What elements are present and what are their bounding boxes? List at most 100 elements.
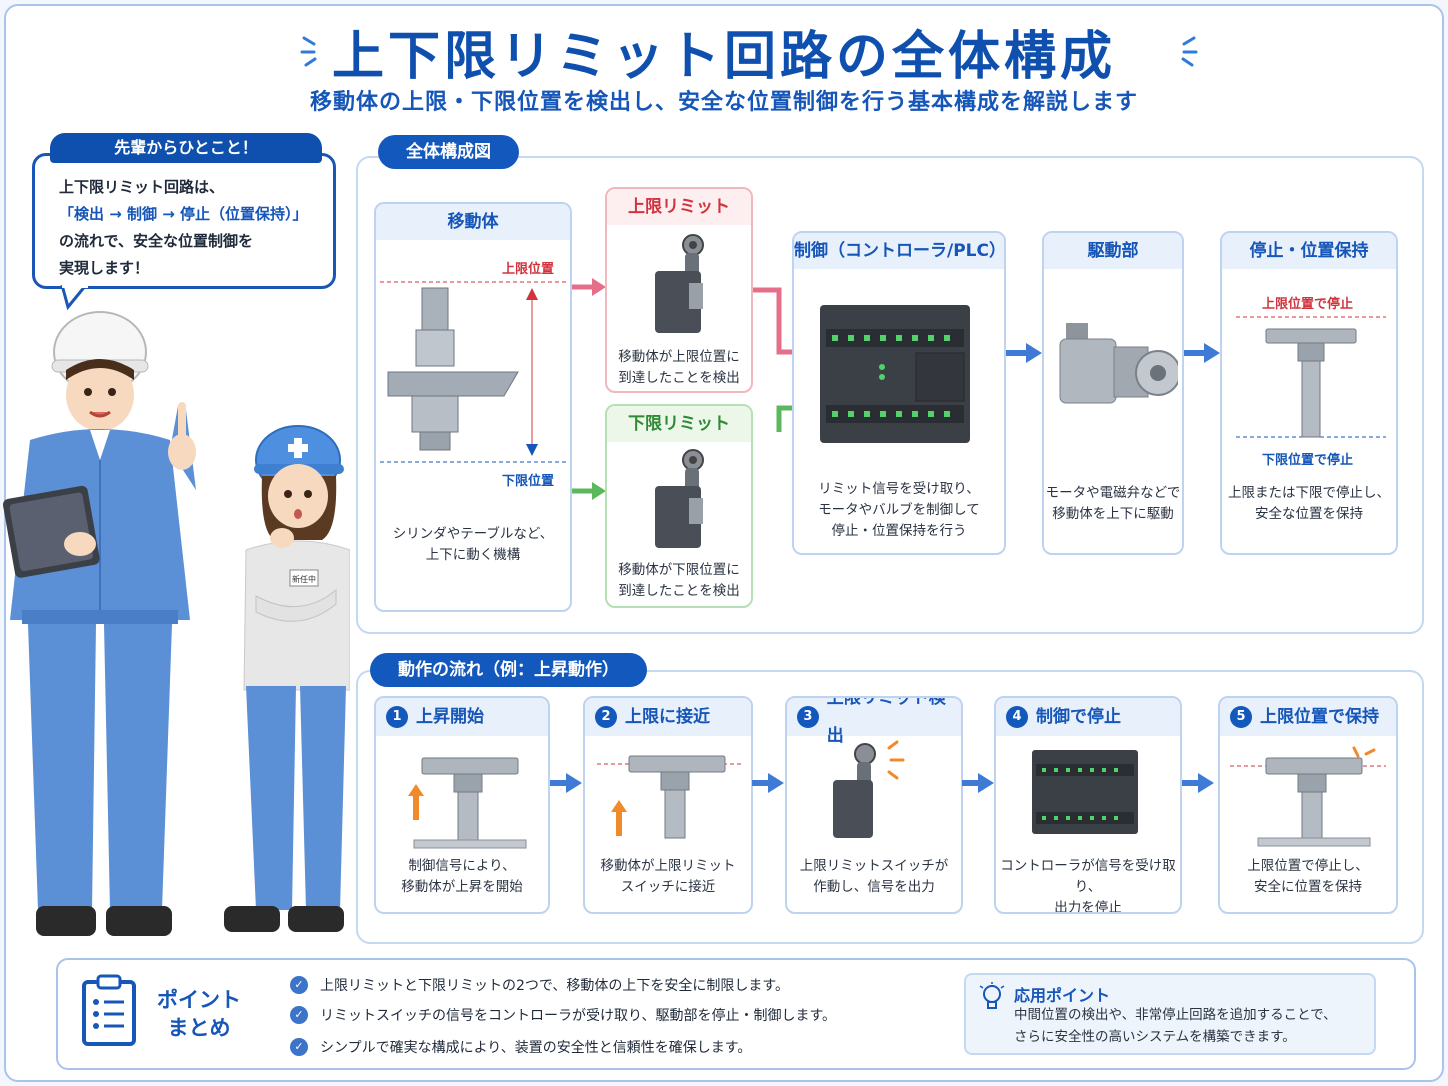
blue-arrow-icon [1006,343,1042,363]
flow-label: 動作の流れ（例：上昇動作） [370,653,647,687]
step-title: 上限リミット検出 [826,696,946,746]
desc-line: スイッチに接近 [620,879,716,895]
desc-line: 上限または下限で停止し、 [1228,485,1390,501]
step-number: 5 [1230,706,1252,728]
desc-line: 到達したことを検出 [618,370,740,386]
hold-illustration [1236,316,1386,438]
summary-point: ✓ リミットスイッチの信号をコントローラが受け取り、駆動部を停止・制御します。 [290,1005,836,1025]
moving-body-card: 移動体 上限位置 下限位置 シリンダやテーブルなど、 上下に動く機構 [374,202,572,612]
lower-position-label: 下限位置 [502,474,555,489]
apply-title: 応用ポイント [1014,986,1111,1005]
lower-limit-desc: 移動体が下限位置に 到達したことを検出 [607,560,751,602]
drive-desc: モータや電磁弁などで 移動体を上下に駆動 [1044,483,1182,525]
drive-title: 駆動部 [1044,233,1182,269]
rise-start-illustration [408,757,527,849]
desc-line: 移動体が上昇を開始 [401,879,523,895]
summary-title: ポイント まとめ [154,986,244,1042]
bubble-line-highlight: 「検出 → 制御 → 停止（位置保持）」 [59,205,308,223]
desc-line: コントローラが信号を受け取り、 [1000,858,1176,895]
moving-body-desc: シリンダやテーブルなど、 上下に動く機構 [376,524,570,566]
desc-line: 上下に動く機構 [425,547,521,563]
upper-limit-desc: 移動体が上限位置に 到達したことを検出 [607,347,751,389]
step-number: 1 [386,706,408,728]
point-text: 上限リミットと下限リミットの2つで、移動体の上下を安全に制限します。 [320,978,789,994]
step-desc: 制御信号により、 移動体が上昇を開始 [376,856,548,898]
hold-top-illustration [1230,746,1386,847]
controller-desc: リミット信号を受け取り、 モータやバルブを制御して 停止・位置保持を行う [794,479,1004,542]
lightbulb-icon [979,982,1005,1009]
moving-body-title: 移動体 [376,204,570,240]
upper-stop-label: 上限位置で停止 [1262,297,1354,312]
desc-line: モータやバルブを制御して [818,502,980,518]
apply-text: 中間位置の検出や、非常停止回路を追加することで、 さらに安全性の高いシステムを構… [1014,1004,1364,1048]
desc-line: モータや電磁弁などで [1045,485,1181,501]
sparkle-left-icon [300,36,317,67]
lower-stop-label: 下限位置で停止 [1262,453,1354,468]
step-desc: 上限リミットスイッチが 作動し、信号を出力 [787,856,961,898]
desc-line: 停止・位置保持を行う [831,523,967,539]
blue-arrow-icon [1182,773,1214,793]
step-number: 4 [1006,706,1028,728]
point-text: リミットスイッチの信号をコントローラが受け取り、駆動部を停止・制御します。 [320,1008,837,1024]
page-title: 上下限リミット回路の全体構成 [331,27,1116,87]
cylinder-illustration [380,281,566,463]
check-icon: ✓ [290,1006,308,1024]
summary-title-line: ポイント [157,988,241,1012]
desc-line: 上限リミットスイッチが [799,858,949,874]
plc-small-illustration [1032,750,1138,834]
flow-step-1: 1 上昇開始 制御信号により、 移動体が上昇を開始 [374,696,550,914]
lower-limit-card: 下限リミット 移動体が下限位置に 到達したことを検出 [605,404,753,608]
step-desc: 移動体が上限リミット スイッチに接近 [585,856,751,898]
flow-step-2: 2 上限に接近 移動体が上限リミット スイッチに接近 [583,696,753,914]
desc-line: 安全な位置を保持 [1255,506,1363,522]
point-text: シンプルで確実な構成により、装置の安全性と信頼性を確保します。 [320,1040,752,1056]
desc-line: 上限位置で停止し、 [1247,858,1369,874]
limit-switch-active-icon [833,740,905,838]
step-desc: コントローラが信号を受け取り、 出力を停止 [996,856,1180,914]
controller-title: 制御（コントローラ/PLC） [794,233,1004,269]
male-worker [2,311,196,936]
step-title: 制御で停止 [1036,707,1121,727]
step-title: 上限位置で保持 [1260,707,1379,727]
lower-limit-title: 下限リミット [607,406,751,442]
speech-bubble: 上下限リミット回路は、 「検出 → 制御 → 停止（位置保持）」 の流れで、安全… [32,153,336,289]
step-number: 2 [595,706,617,728]
green-arrow-icon [572,482,606,500]
desc-line: 到達したことを検出 [618,583,740,599]
blue-arrow-icon [1184,343,1220,363]
step-title: 上昇開始 [416,707,484,727]
apply-line: 中間位置の検出や、非常停止回路を追加することで、 [1014,1007,1337,1023]
bubble-line: 実現します！ [59,259,150,277]
female-worker: 新任中 [224,425,350,932]
bubble-line: 上下限リミット回路は、 [59,178,225,196]
desc-line: 移動体が下限位置に [618,562,740,578]
step-number: 3 [797,706,819,728]
motor-illustration [1059,323,1178,404]
flow-step-4: 4 制御で停止 コントローラが信号を受け取り、 出力を停止 [994,696,1182,914]
bubble-line: の流れで、安全な位置制御を [59,232,253,250]
apply-line: さらに安全性の高いシステムを構築できます。 [1014,1029,1296,1045]
drive-card: 駆動部 モータや電磁弁などで 移動体を上下に駆動 [1042,231,1184,555]
apply-point-box [964,973,1376,1055]
step-title: 上限に接近 [625,707,710,727]
stop-hold-desc: 上限または下限で停止し、 安全な位置を保持 [1222,483,1396,525]
summary-point: ✓ シンプルで確実な構成により、装置の安全性と信頼性を確保します。 [290,1037,751,1057]
stop-hold-card: 停止・位置保持 上限位置で停止 下限位置で停止 上限または下限で停止し、 安全な… [1220,231,1398,555]
upper-limit-card: 上限リミット 移動体が上限位置に 到達したことを検出 [605,187,753,393]
summary-point: ✓上限リミットと下限リミットの2つで、移動体の上下を安全に制限します。 [290,975,789,995]
desc-line: 出力を停止 [1054,900,1122,914]
pink-arrow-icon [572,278,606,296]
desc-line: シリンダやテーブルなど、 [392,526,554,542]
blue-arrow-icon [752,773,784,793]
limit-switch-icon [655,234,704,333]
sparkle-right-icon [1181,36,1198,67]
name-badge-text: 新任中 [292,574,316,584]
step-desc: 上限位置で停止し、 安全に位置を保持 [1220,856,1396,898]
bubble-header: 先輩からひとこと！ [50,133,322,163]
check-icon: ✓ [290,1038,308,1056]
overview-label: 全体構成図 [378,135,519,169]
blue-arrow-icon [962,773,994,793]
upper-limit-title: 上限リミット [607,189,751,225]
summary-title-line: まとめ [167,1016,231,1040]
workers-illustration: 新任中 [2,311,350,936]
